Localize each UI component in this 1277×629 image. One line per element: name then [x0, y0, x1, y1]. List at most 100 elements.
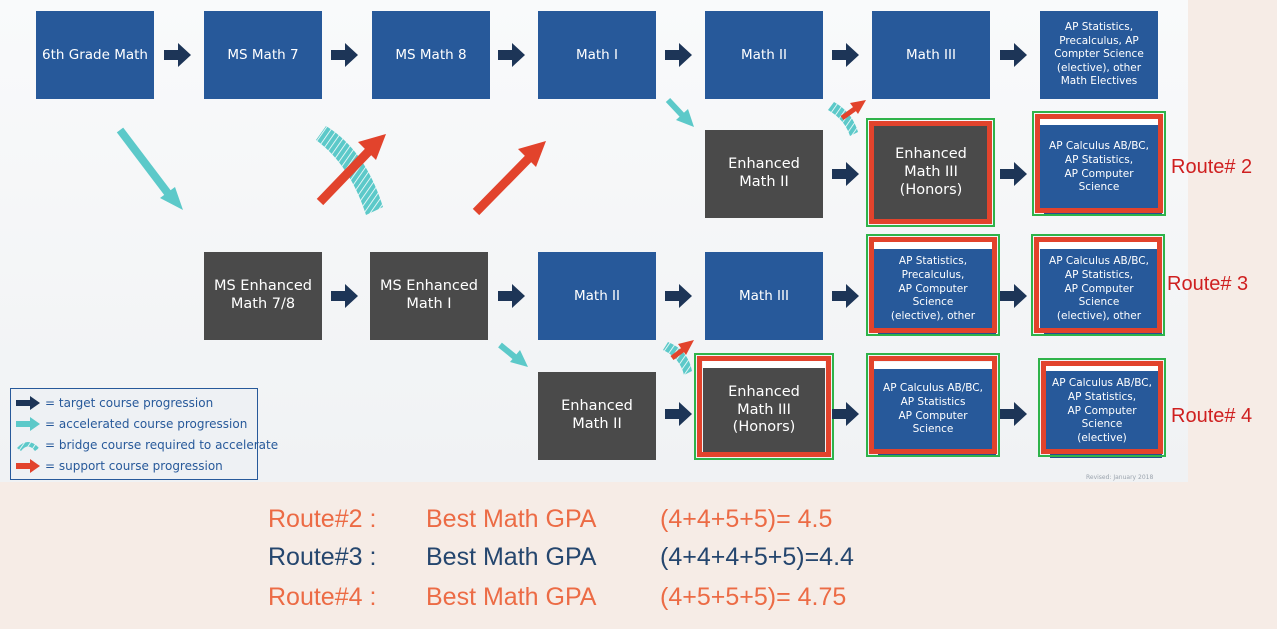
route-3-label: Route# 3: [1167, 273, 1249, 295]
course-6th-grade-math: 6th Grade Math: [36, 11, 154, 99]
course-ap-calculus-low: AP Calculus AB/BC, AP Statistics, AP Com…: [1040, 242, 1158, 330]
course-label: Math III: [738, 287, 789, 304]
support-arrow-head: [518, 141, 546, 167]
course-ms-math-7: MS Math 7: [204, 11, 322, 99]
course-math-1: Math I: [538, 11, 656, 99]
course-label: Enhanced Math II: [728, 156, 800, 190]
revision-note: Revised: January 2018: [1086, 474, 1154, 481]
course-math-2-low: Math II: [538, 252, 656, 340]
accelerated-arrow-head: [676, 109, 694, 127]
legend-label: = accelerated course progression: [45, 417, 248, 431]
target-arrow: [665, 402, 692, 426]
course-label: AP Statistics, Precalculus, AP Computer …: [890, 255, 976, 322]
legend-item-accelerated: = accelerated course progression: [15, 415, 247, 433]
route-4-highlight-ap-last: [1038, 358, 1166, 457]
summary-formula: (4+5+5+5)= 4.75: [660, 583, 847, 611]
target-arrow: [665, 43, 692, 67]
target-arrow: [498, 284, 525, 308]
course-label: Enhanced Math III (Honors): [728, 383, 800, 436]
target-arrow: [1000, 43, 1027, 67]
course-label: Enhanced Math II: [561, 398, 633, 432]
target-arrow: [832, 43, 859, 67]
course-ms-enhanced-math-1: MS Enhanced Math I: [370, 252, 488, 340]
course-label: Math II: [740, 46, 788, 63]
course-label: AP Calculus AB/BC, AP Statistics AP Comp…: [883, 382, 983, 436]
legend-label: = target course progression: [45, 396, 214, 410]
legend-label: = bridge course required to accelerate: [45, 438, 279, 452]
course-math-2-top: Math II: [705, 11, 823, 99]
target-arrow: [331, 43, 358, 67]
course-label: AP Calculus AB/BC, AP Statistics, AP Com…: [1049, 255, 1149, 322]
support-arrow-head: [678, 340, 694, 355]
course-math-3-low: Math III: [705, 252, 823, 340]
target-arrow: [164, 43, 191, 67]
target-arrow: [1000, 402, 1027, 426]
target-arrow-icon: [16, 396, 40, 410]
course-enhanced-math-2-mid: Enhanced Math II: [705, 130, 823, 218]
target-arrow: [498, 43, 525, 67]
legend-item-support: = support course progression: [15, 457, 223, 475]
legend: = target course progression = accelerate…: [10, 388, 278, 480]
support-arrow-icon: [16, 459, 40, 473]
target-arrow: [1000, 284, 1027, 308]
course-label: AP Calculus AB/BC, AP Statistics, AP Com…: [1052, 377, 1152, 444]
target-arrow: [832, 402, 859, 426]
route-4-highlight-ap: [866, 353, 1000, 457]
summary-formula: (4+4+5+5)= 4.5: [660, 505, 833, 533]
target-arrow: [832, 284, 859, 308]
accelerated-arrow-icon: [16, 417, 40, 431]
summary-route: Route#3 :: [268, 543, 377, 571]
accelerated-arrow-head: [510, 350, 528, 367]
support-arrow-head: [850, 100, 866, 114]
summary-label: Best Math GPA: [426, 543, 597, 571]
course-enhanced-math-3-honors-mid: Enhanced Math III (Honors): [874, 126, 988, 220]
course-ap-calculus-bot: AP Calculus AB/BC, AP Statistics AP Comp…: [874, 362, 992, 450]
target-arrow: [832, 162, 859, 186]
legend-item-target: = target course progression: [15, 394, 213, 412]
target-arrow: [1000, 162, 1027, 186]
course-label: Math II: [573, 287, 621, 304]
summary-label: Best Math GPA: [426, 583, 597, 611]
course-ap-calculus-last: AP Calculus AB/BC, AP Statistics, AP Com…: [1046, 364, 1158, 452]
accelerated-arrow-head: [160, 187, 183, 210]
route-2-label: Route# 2: [1171, 156, 1253, 178]
course-electives-low: AP Statistics, Precalculus, AP Computer …: [874, 242, 992, 330]
summary-route: Route#2 :: [268, 505, 377, 533]
course-label: Enhanced Math III (Honors): [895, 146, 967, 198]
bridge-arc-icon: [17, 442, 39, 451]
course-ms-math-8: MS Math 8: [372, 11, 490, 99]
course-label: Math I: [575, 46, 619, 63]
course-label: MS Enhanced Math I: [379, 278, 479, 312]
course-math-3-top: Math III: [872, 11, 990, 99]
course-label: MS Math 8: [395, 46, 467, 63]
summary-formula: (4+4+4+5+5)=4.4: [660, 543, 854, 571]
route-3-highlight-electives: [866, 234, 1000, 336]
course-label: Math III: [905, 46, 956, 63]
route-4-highlight-honors: [694, 353, 834, 460]
legend-label: = support course progression: [45, 459, 223, 473]
bridge-course-arc: [663, 342, 692, 375]
summary-route: Route#4 :: [268, 583, 377, 611]
route-3-highlight-ap: [1031, 234, 1165, 336]
course-label: AP Calculus AB/BC, AP Statistics, AP Com…: [1049, 140, 1149, 194]
accelerated-arrow: [116, 127, 174, 199]
course-electives-top: AP Statistics, Precalculus, AP Compter S…: [1040, 11, 1158, 99]
legend-item-bridge: = bridge course required to accelerate: [15, 436, 278, 454]
course-label: AP Statistics, Precalculus, AP Compter S…: [1054, 20, 1144, 88]
support-arrow-head: [358, 134, 386, 160]
course-ap-calculus-mid: AP Calculus AB/BC, AP Statistics, AP Com…: [1040, 118, 1158, 210]
course-enhanced-math-3-honors-bot: Enhanced Math III (Honors): [703, 361, 825, 453]
route-2-highlight-ap: [1032, 111, 1166, 216]
target-arrow: [331, 284, 358, 308]
course-label: 6th Grade Math: [42, 46, 148, 63]
course-enhanced-math-2-bot: Enhanced Math II: [538, 372, 656, 460]
course-ms-enhanced-math-7-8: MS Enhanced Math 7/8: [204, 252, 322, 340]
route-2-highlight-honors: [866, 118, 995, 227]
summary-label: Best Math GPA: [426, 505, 597, 533]
course-label: MS Enhanced Math 7/8: [213, 278, 313, 312]
route-4-label: Route# 4: [1171, 405, 1253, 427]
course-label: MS Math 7: [227, 46, 299, 63]
target-arrow: [665, 284, 692, 308]
